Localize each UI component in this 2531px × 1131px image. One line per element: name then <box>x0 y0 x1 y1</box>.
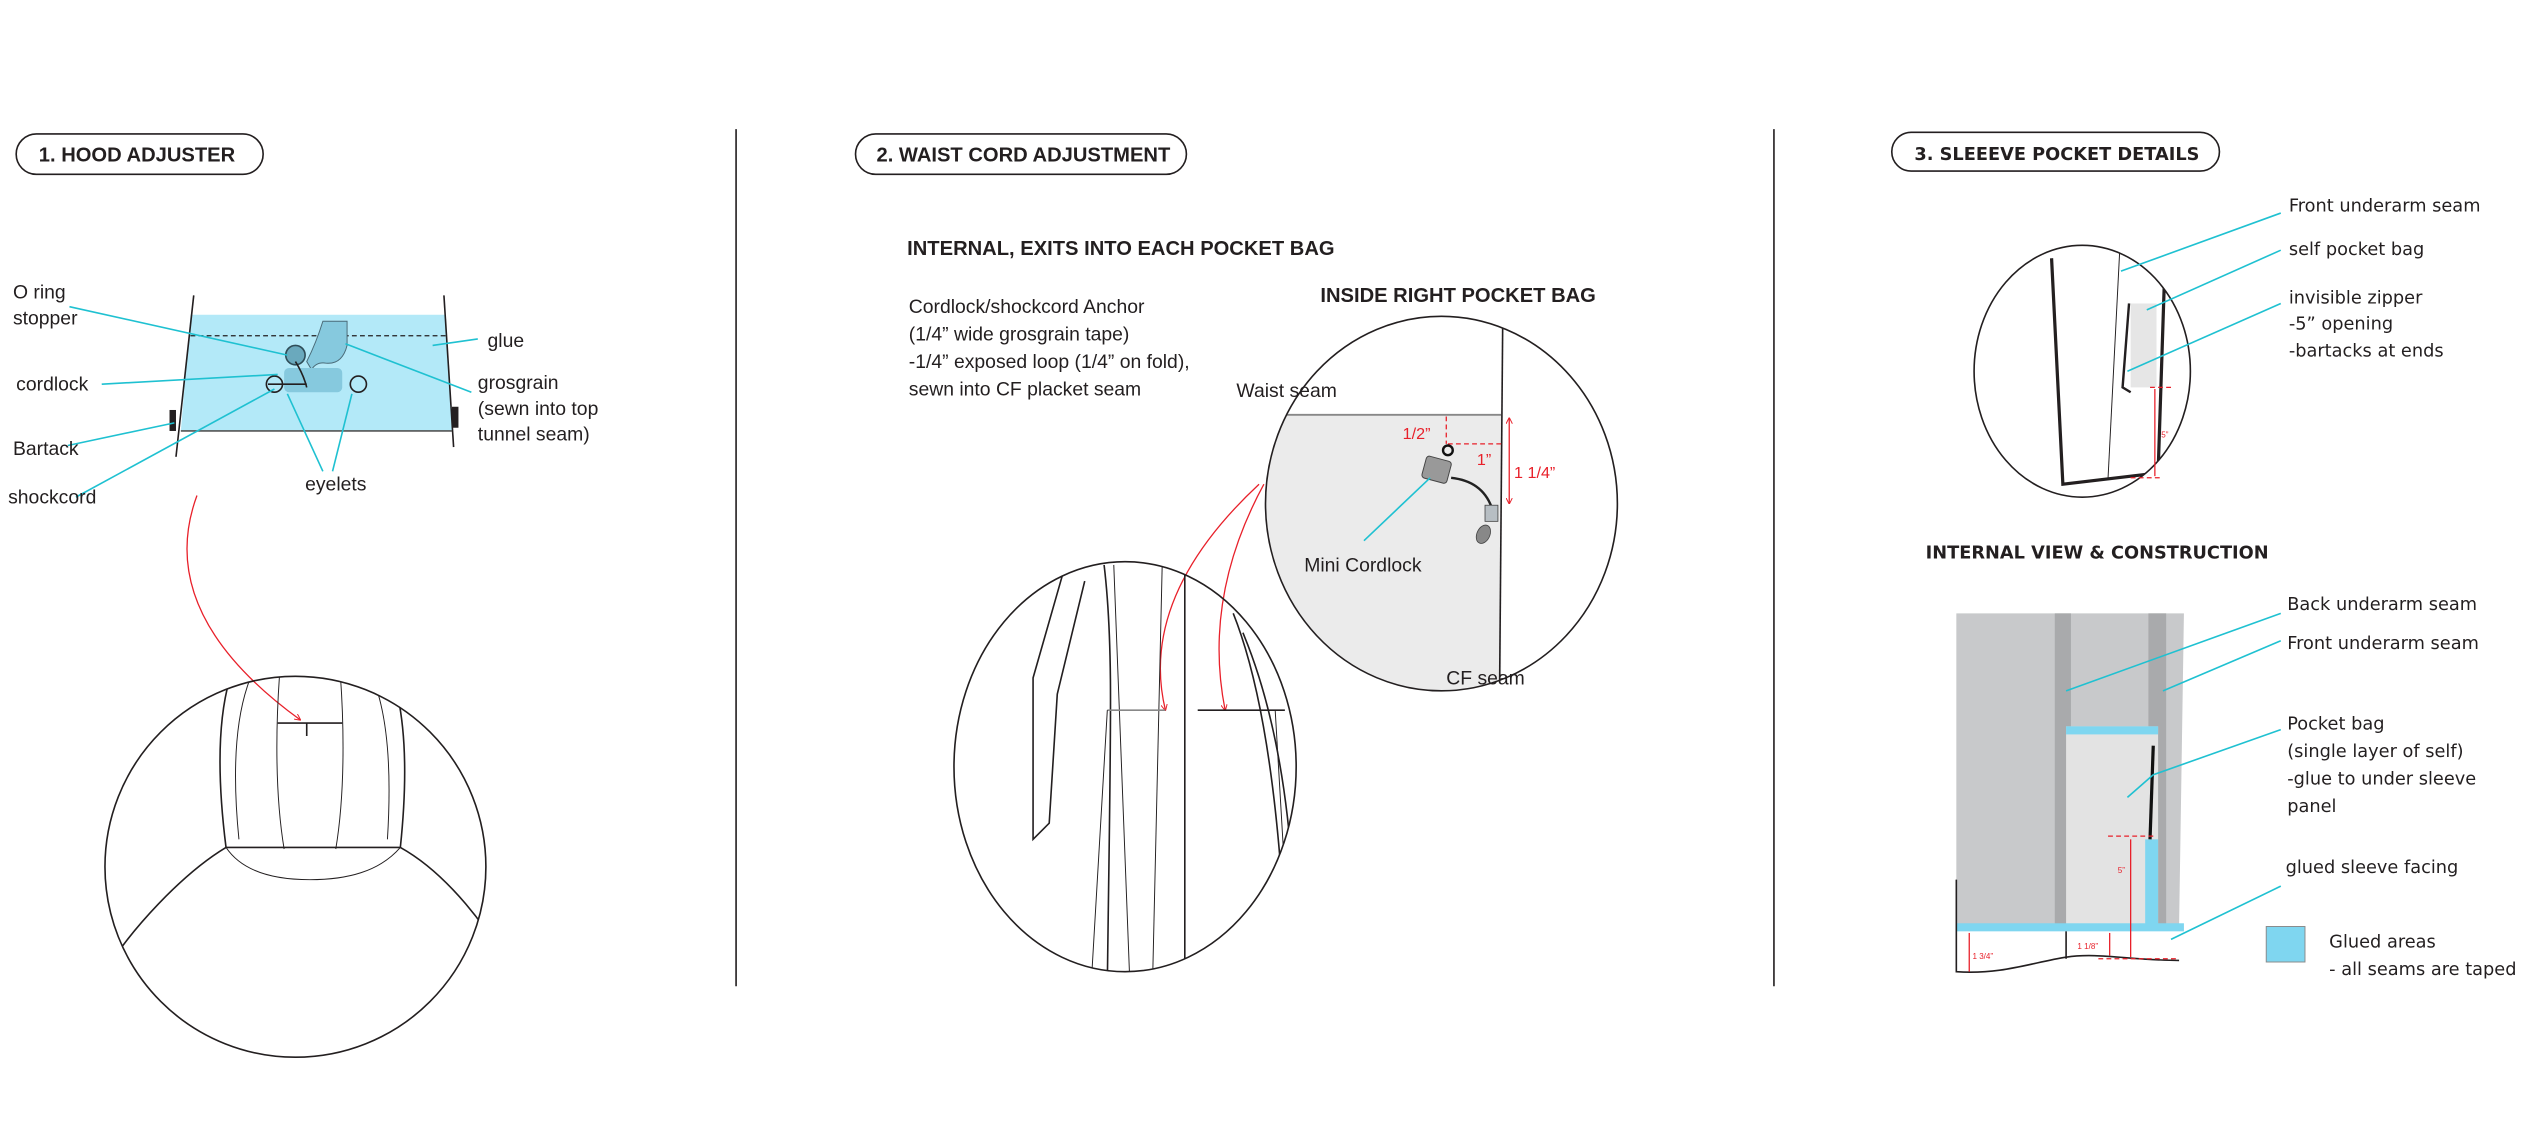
label-mini-cordlock: Mini Cordlock <box>1304 554 1422 576</box>
subtitle: INTERNAL, EXITS INTO EACH POCKET BAG <box>907 238 1334 260</box>
label-pocket-bag: (single layer of self) <box>2287 742 2463 762</box>
detail-title: INSIDE RIGHT POCKET BAG <box>1320 285 1596 307</box>
label-shockcord: shockcord <box>8 487 96 509</box>
pocket-bag-detail: 1/2” 1” 1 1/4” <box>1264 315 1619 692</box>
label-pocket-bag: -glue to under sleeve <box>2287 769 2476 789</box>
label-self-pocket-bag: self pocket bag <box>2289 240 2424 260</box>
section-title: 3. SLEEEVE POCKET DETAILS <box>1914 145 2199 165</box>
dimension-label: 1” <box>1477 451 1491 469</box>
label-cf-seam: CF seam <box>1446 667 1525 689</box>
label-waist-seam: Waist seam <box>1236 380 1336 402</box>
legend: Glued areas - all seams are taped <box>2265 926 2516 980</box>
label-eyelets: eyelets <box>305 474 366 496</box>
callout-arrow <box>186 495 300 720</box>
dimension-label: 5” <box>2118 866 2125 875</box>
section-title: 2. WAIST CORD ADJUSTMENT <box>877 144 1171 166</box>
note-line: -1/4” exposed loop (1/4” on fold), <box>909 351 1190 373</box>
callout-arrow <box>1218 483 1265 710</box>
label-front-underarm-seam: Front underarm seam <box>2289 196 2481 216</box>
section-title-pill <box>15 133 264 176</box>
dimension-label: 1 1/4” <box>1514 464 1555 482</box>
bartack-icon <box>169 409 176 431</box>
label-pocket-bag: panel <box>2287 797 2336 817</box>
label-o-ring: stopper <box>13 307 78 329</box>
dimension-label: 5” <box>2161 430 2168 439</box>
glued-area <box>2145 839 2159 927</box>
label-invisible-zipper: -bartacks at ends <box>2289 342 2444 362</box>
label-glue: glue <box>488 330 525 352</box>
label-invisible-zipper: invisible zipper <box>2289 288 2423 308</box>
panel-waist-cord: 2. WAIST CORD ADJUSTMENT INTERNAL, EXITS… <box>854 133 1619 973</box>
section-title: 1. HOOD ADJUSTER <box>39 144 236 166</box>
dimension-label: 1 3/4” <box>1972 952 1993 961</box>
internal-title: INTERNAL VIEW & CONSTRUCTION <box>1926 543 2269 563</box>
label-glued-sleeve-facing: glued sleeve facing <box>2286 858 2459 878</box>
panel-sleeve-pocket: 3. SLEEEVE POCKET DETAILS Front underarm… <box>1890 131 2516 980</box>
panel-hood-adjuster: 1. HOOD ADJUSTER O ring stopper <box>8 133 599 1059</box>
label-grosgrain: (sewn into top <box>478 398 599 420</box>
cordlock-shape <box>284 368 343 393</box>
sleeve-detail: 5” <box>1973 212 2282 498</box>
hood-back-view <box>104 675 487 1059</box>
glued-area <box>2066 726 2159 735</box>
label-invisible-zipper: -5” opening <box>2289 314 2393 334</box>
legend-label: - all seams are taped <box>2329 960 2516 980</box>
section-title-pill <box>1890 131 2221 172</box>
label-o-ring: O ring <box>13 282 66 304</box>
legend-swatch-glued <box>2265 926 2306 963</box>
note-line: Cordlock/shockcord Anchor <box>909 296 1145 318</box>
glued-area <box>1956 923 2184 932</box>
note-line: sewn into CF placket seam <box>909 378 1141 400</box>
dimension-label: 1/2” <box>1403 425 1431 443</box>
note-line: (1/4” wide grosgrain tape) <box>909 324 1130 346</box>
label-bartack: Bartack <box>13 438 79 460</box>
callout-arrow <box>1159 483 1260 710</box>
dimension-label: 1 1/8” <box>2077 942 2098 951</box>
label-cordlock: cordlock <box>16 374 88 396</box>
internal-view: 5” 1 3/4” 1 1/8” <box>1955 612 2282 973</box>
label-front-underarm-seam: Front underarm seam <box>2287 634 2479 654</box>
label-grosgrain: grosgrain <box>478 372 559 394</box>
bartack-icon <box>451 406 459 428</box>
section-title-pill <box>854 133 1188 176</box>
zipper <box>2148 745 2155 840</box>
grosgrain-tape <box>306 320 348 371</box>
label-grosgrain: tunnel seam) <box>478 424 590 446</box>
eyelet-icon <box>349 375 368 394</box>
legend-label: Glued areas <box>2329 932 2436 952</box>
hood-adjuster-detail <box>169 295 459 457</box>
label-back-underarm-seam: Back underarm seam <box>2287 595 2477 615</box>
mini-cordlock-icon <box>1421 455 1452 484</box>
jacket-front-view <box>953 560 1297 973</box>
label-pocket-bag: Pocket bag <box>2287 715 2384 735</box>
